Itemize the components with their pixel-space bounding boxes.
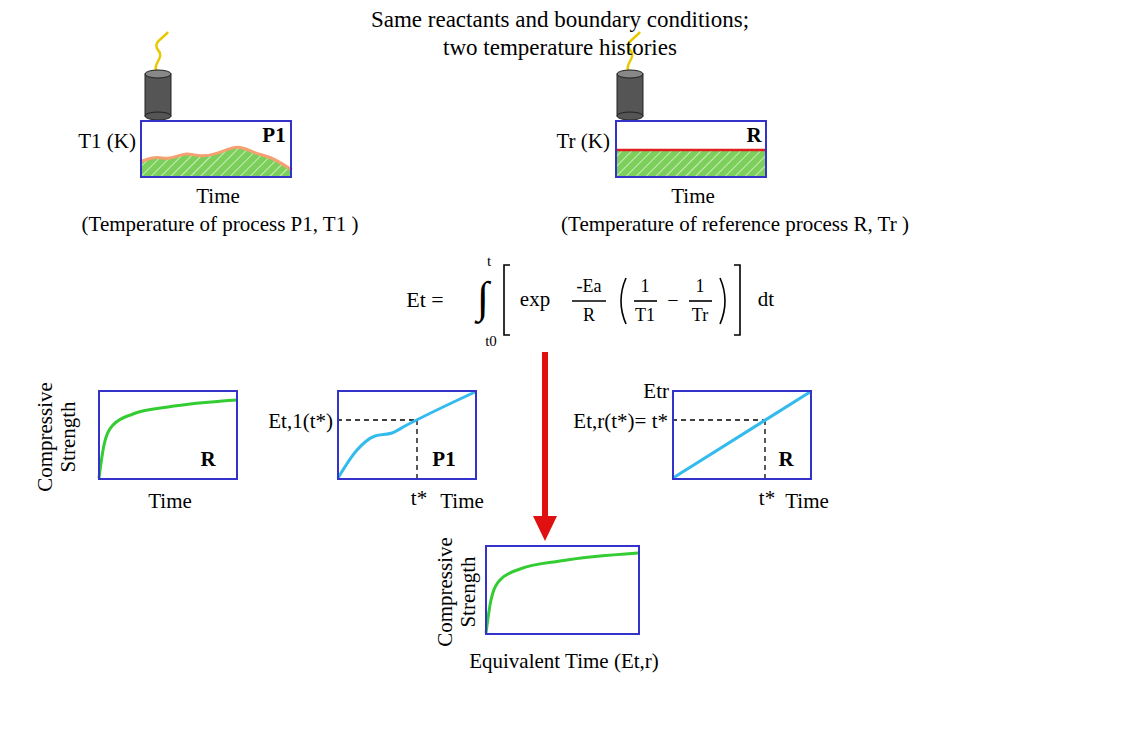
formula-term: 1	[696, 277, 705, 297]
plot-tag: P1	[432, 448, 455, 471]
dashed-guide	[416, 420, 417, 480]
formula-term: Et =	[406, 288, 443, 312]
hatch	[615, 150, 767, 178]
transform-arrow	[533, 352, 557, 541]
area-fill	[615, 150, 767, 178]
plot-tag: R	[746, 124, 761, 147]
canister-icon	[145, 32, 171, 120]
axis-label: Etr	[643, 380, 669, 403]
formula-term: 1	[641, 277, 650, 297]
axis-label: Time	[785, 490, 829, 513]
integral-sign: ∫	[477, 274, 489, 322]
formula-brackets	[504, 265, 740, 335]
formula-term: Tr	[692, 306, 708, 326]
temperature-curve	[140, 147, 292, 170]
axis-label: Time	[148, 490, 192, 513]
equivalent-time-curve	[338, 392, 475, 478]
integral-limit: t0	[485, 333, 497, 350]
temperature-line	[615, 149, 767, 152]
axis-label: Compressive Strength	[34, 372, 80, 502]
caption: (Temperature of process P1, T1 )	[82, 213, 359, 236]
result-plot: Compressive StrengthEquivalent Time (Et,…	[485, 545, 640, 635]
dashed-guide	[337, 419, 417, 420]
equivalent-time-plot: Et,1(t*)P1t*Time	[337, 390, 477, 480]
dashed-guide	[764, 420, 765, 480]
plot-tag: R	[778, 448, 793, 471]
axis-label: Time	[196, 185, 240, 208]
temperature-plot: Tr (K)RTime	[615, 120, 767, 178]
formula-term: −	[667, 289, 678, 311]
formula-term: -Ea	[577, 277, 602, 297]
axis-label: Compressive Strength	[434, 527, 480, 657]
hatch	[140, 147, 292, 178]
temperature-plot: T1 (K)P1Time	[140, 120, 292, 178]
formula-term: R	[583, 306, 595, 326]
tick-label: t*	[411, 487, 427, 510]
formula-term: dt	[758, 288, 774, 311]
caption: (Temperature of reference process R, Tr …	[561, 213, 909, 236]
plot-tag: P1	[262, 124, 285, 147]
axis-label: Tr (K)	[557, 130, 610, 153]
dashed-guide	[672, 419, 765, 420]
integral-limit: t	[487, 253, 491, 270]
axis-label: Time	[671, 185, 715, 208]
formula-term: exp	[520, 288, 550, 311]
axis-label: T1 (K)	[78, 130, 136, 153]
strength-curve	[486, 553, 638, 633]
axis-label: Equivalent Time (Et,r)	[469, 650, 659, 673]
strength-plot: Compressive StrengthRTime	[98, 390, 238, 480]
plot-tag: R	[200, 448, 215, 471]
formula-term: T1	[635, 306, 655, 326]
tick-label: t*	[759, 487, 775, 510]
value-label: Et,1(t*)	[268, 410, 333, 433]
area-fill	[140, 147, 292, 178]
equivalent-time-line	[673, 392, 810, 478]
strength-curve	[99, 400, 236, 478]
title: Same reactants and boundary conditions; …	[362, 6, 758, 61]
value-label: Et,r(t*)= t*	[573, 410, 668, 433]
equivalent-time-plot: EtrEt,r(t*)= t*Rt*Time	[672, 390, 812, 480]
axis-label: Time	[440, 490, 484, 513]
